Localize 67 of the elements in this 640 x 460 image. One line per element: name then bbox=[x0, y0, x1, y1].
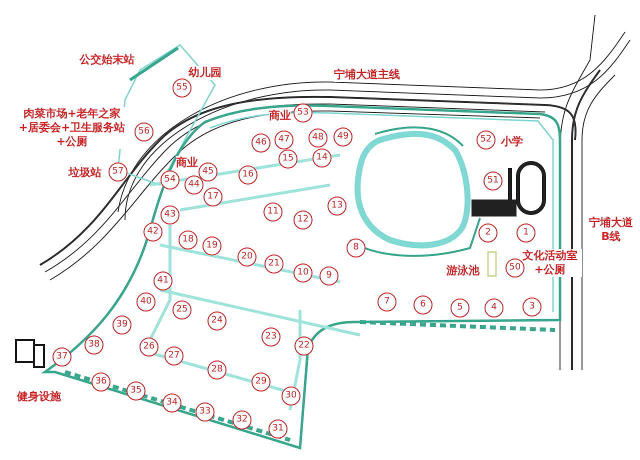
callout-number: 40 bbox=[136, 292, 156, 312]
callout-number: 2 bbox=[478, 224, 498, 242]
callout-number: 30 bbox=[282, 386, 300, 406]
callout-number: 57 bbox=[108, 162, 128, 182]
callout-number: 31 bbox=[268, 420, 288, 438]
callout-number: 50 bbox=[506, 258, 524, 278]
road-label: 宁埔大道主线 bbox=[334, 68, 400, 82]
callout-number: 33 bbox=[196, 402, 214, 422]
callout-number: 22 bbox=[294, 336, 314, 356]
callout-number: 12 bbox=[294, 210, 312, 230]
callout-number: 39 bbox=[112, 316, 132, 334]
place-label: 垃圾站 bbox=[68, 166, 102, 180]
callout-number: 36 bbox=[92, 372, 110, 392]
callout-number: 54 bbox=[160, 170, 180, 190]
callout-number: 8 bbox=[346, 238, 366, 258]
place-label: 商业 bbox=[176, 156, 198, 170]
callout-number: 21 bbox=[264, 254, 284, 274]
callout-number: 7 bbox=[378, 292, 396, 312]
callout-number: 18 bbox=[178, 230, 198, 250]
callout-number: 16 bbox=[238, 166, 258, 184]
callout-number: 44 bbox=[184, 176, 204, 194]
callout-number: 43 bbox=[160, 206, 180, 224]
callout-number: 42 bbox=[144, 222, 162, 242]
callout-number: 14 bbox=[312, 148, 332, 168]
callout-number: 53 bbox=[294, 104, 312, 122]
callout-number: 5 bbox=[450, 298, 470, 318]
callout-number: 38 bbox=[84, 336, 104, 354]
callout-number: 45 bbox=[198, 162, 218, 182]
road-label: 宁埔大道B线 bbox=[586, 216, 636, 244]
callout-number: 47 bbox=[274, 130, 294, 150]
callout-number: 3 bbox=[522, 298, 542, 316]
callout-number: 25 bbox=[172, 300, 192, 320]
callout-number: 37 bbox=[52, 348, 72, 366]
callout-number: 11 bbox=[264, 202, 282, 222]
callout-number: 46 bbox=[252, 134, 270, 152]
callout-number: 23 bbox=[262, 328, 280, 346]
callout-number: 35 bbox=[126, 382, 146, 400]
callout-number: 27 bbox=[164, 346, 184, 366]
callout-number: 19 bbox=[202, 236, 222, 256]
place-label: 健身设施 bbox=[17, 390, 61, 404]
callout-number: 13 bbox=[328, 196, 346, 216]
callout-number: 20 bbox=[238, 248, 256, 266]
callout-number: 55 bbox=[172, 78, 192, 98]
callout-number: 52 bbox=[476, 130, 496, 150]
callout-number: 10 bbox=[294, 264, 312, 282]
callout-number: 34 bbox=[162, 394, 182, 412]
callout-number: 26 bbox=[140, 338, 158, 356]
callout-number: 56 bbox=[134, 122, 154, 142]
place-label: 商业 bbox=[269, 109, 291, 123]
callout-number: 4 bbox=[484, 298, 504, 318]
callout-number: 49 bbox=[334, 128, 352, 146]
place-label: 幼儿园 bbox=[188, 66, 222, 80]
place-label: 公交始末站 bbox=[80, 53, 134, 67]
callout-number: 24 bbox=[208, 312, 226, 330]
callout-number: 6 bbox=[414, 296, 432, 314]
callout-number: 15 bbox=[278, 150, 298, 168]
place-label: 小学 bbox=[501, 135, 523, 149]
callout-number: 28 bbox=[208, 360, 226, 380]
callout-number: 1 bbox=[516, 224, 536, 242]
callout-number: 51 bbox=[484, 172, 502, 190]
callout-number: 29 bbox=[252, 372, 270, 392]
callout-number: 17 bbox=[204, 188, 222, 206]
callout-number: 32 bbox=[232, 410, 252, 430]
callout-number: 9 bbox=[320, 266, 338, 286]
place-label: 游泳池 bbox=[446, 264, 480, 278]
callout-number: 48 bbox=[308, 128, 328, 148]
callout-number: 41 bbox=[154, 272, 172, 290]
